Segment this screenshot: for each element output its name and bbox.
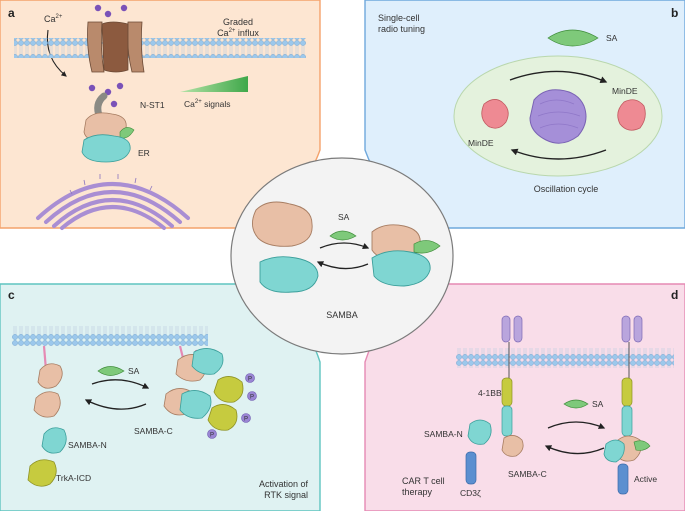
samba-n-protein-c-2	[33, 391, 61, 418]
center-samba: SA SAMBA	[230, 157, 454, 355]
cd3z-label: CD3ζ	[460, 488, 481, 498]
sa-label: SA	[606, 33, 618, 43]
trka-icd-protein	[27, 459, 57, 487]
samba-n-label-c: SAMBA-N	[68, 440, 107, 450]
minde-right-label: MinDE	[612, 86, 638, 96]
ca-label: Ca2+	[44, 14, 63, 24]
nst1-label: N-ST1	[140, 100, 165, 110]
samba-n-protein-c	[37, 363, 63, 389]
samba-c-label-d: SAMBA-C	[508, 469, 547, 479]
sa-label-d: SA	[592, 399, 604, 409]
dissociation-arrow-c	[84, 399, 147, 410]
er-ticks	[69, 174, 153, 195]
samba-label: SAMBA	[326, 310, 358, 320]
four-1bb-label: 4-1BB	[478, 388, 502, 398]
car-receptor-left	[501, 315, 523, 437]
signal-gradient-wedge	[180, 76, 248, 92]
panel-a-letter: a	[8, 6, 15, 20]
svg-text:P: P	[210, 433, 214, 439]
svg-text:P: P	[250, 395, 254, 401]
rtk-caption-2: RTK signal	[264, 490, 308, 500]
minde-left-label: MinDE	[468, 138, 494, 148]
svg-text:P: P	[248, 377, 252, 383]
plasma-membrane	[14, 38, 306, 58]
samba-c-protein-dimer	[191, 348, 224, 375]
samba-c-protein-c	[41, 427, 67, 454]
trka-icd-label: TrkA-ICD	[56, 473, 91, 483]
sa-label-center: SA	[338, 212, 350, 222]
oscillation-arrow-top	[509, 70, 608, 83]
samba-c-protein-dimer-2	[179, 390, 212, 419]
samba-c-protein	[81, 134, 131, 163]
association-arrow-d	[547, 421, 606, 429]
car-t-caption-2: therapy	[402, 487, 433, 497]
orai-channel	[87, 21, 145, 73]
samba-n-protein-center	[252, 201, 313, 247]
samba-c-protein-d	[501, 435, 524, 457]
rtk-caption-1: Activation of	[259, 479, 309, 489]
trka-icd-protein-dimer-2	[207, 404, 238, 431]
sa-leaf	[563, 399, 589, 409]
graded-label: Graded	[223, 17, 253, 27]
er-membrane	[36, 182, 190, 230]
er-label: ER	[138, 148, 150, 158]
panel-d-letter: d	[671, 288, 678, 302]
dissociation-arrow-center	[316, 261, 369, 270]
panel-a: a Ca2+ Graded Ca2+ influx Ca2+ signals N…	[0, 0, 321, 230]
plasma-membrane-c	[12, 326, 208, 346]
sa-leaf	[97, 366, 125, 376]
cd3z-domain	[465, 451, 477, 485]
sa-leaf	[547, 29, 599, 47]
association-arrow-c	[91, 379, 150, 389]
samba-c-protein-center-bound	[371, 250, 431, 287]
panel-b: b Single-cell radio tuning SA MinDE MinD…	[364, 0, 685, 229]
samba-n-label-d: SAMBA-N	[424, 429, 463, 439]
graded-influx-label: Ca2+ influx	[217, 28, 259, 38]
panel-c: c SA P P P P SAMBA-N SAMBA	[0, 283, 321, 511]
samba-n-protein-d	[467, 419, 492, 445]
phosphate-groups: P P P P	[207, 373, 257, 439]
minde-left-protein	[481, 99, 509, 129]
svg-text:P: P	[244, 417, 248, 423]
panel-b-letter: b	[671, 6, 678, 20]
plasma-membrane-d	[456, 348, 674, 368]
association-arrow-center	[319, 242, 370, 250]
car-receptor-right	[603, 315, 651, 495]
sa-leaf	[329, 230, 357, 241]
radio-tuning-title-1: Single-cell	[378, 13, 420, 23]
dissociation-arrow-d	[544, 445, 605, 455]
sa-label-c: SA	[128, 366, 140, 376]
oscillation-cycle-label: Oscillation cycle	[534, 184, 599, 194]
radio-tuning-title-2: radio tuning	[378, 24, 425, 34]
samba-c-protein-center	[259, 256, 319, 293]
ca-signals-label: Ca2+ signals	[184, 99, 231, 109]
minde-right-protein	[617, 99, 646, 131]
min-core	[529, 89, 587, 144]
active-label: Active	[634, 474, 657, 484]
oscillation-arrow-bottom	[510, 148, 607, 160]
sa-leaf-bound	[413, 240, 441, 254]
samba-c-label-c: SAMBA-C	[134, 426, 173, 436]
panel-c-letter: c	[8, 288, 15, 302]
trka-icd-protein-dimer	[213, 376, 244, 403]
car-t-caption-1: CAR T cell	[402, 476, 445, 486]
